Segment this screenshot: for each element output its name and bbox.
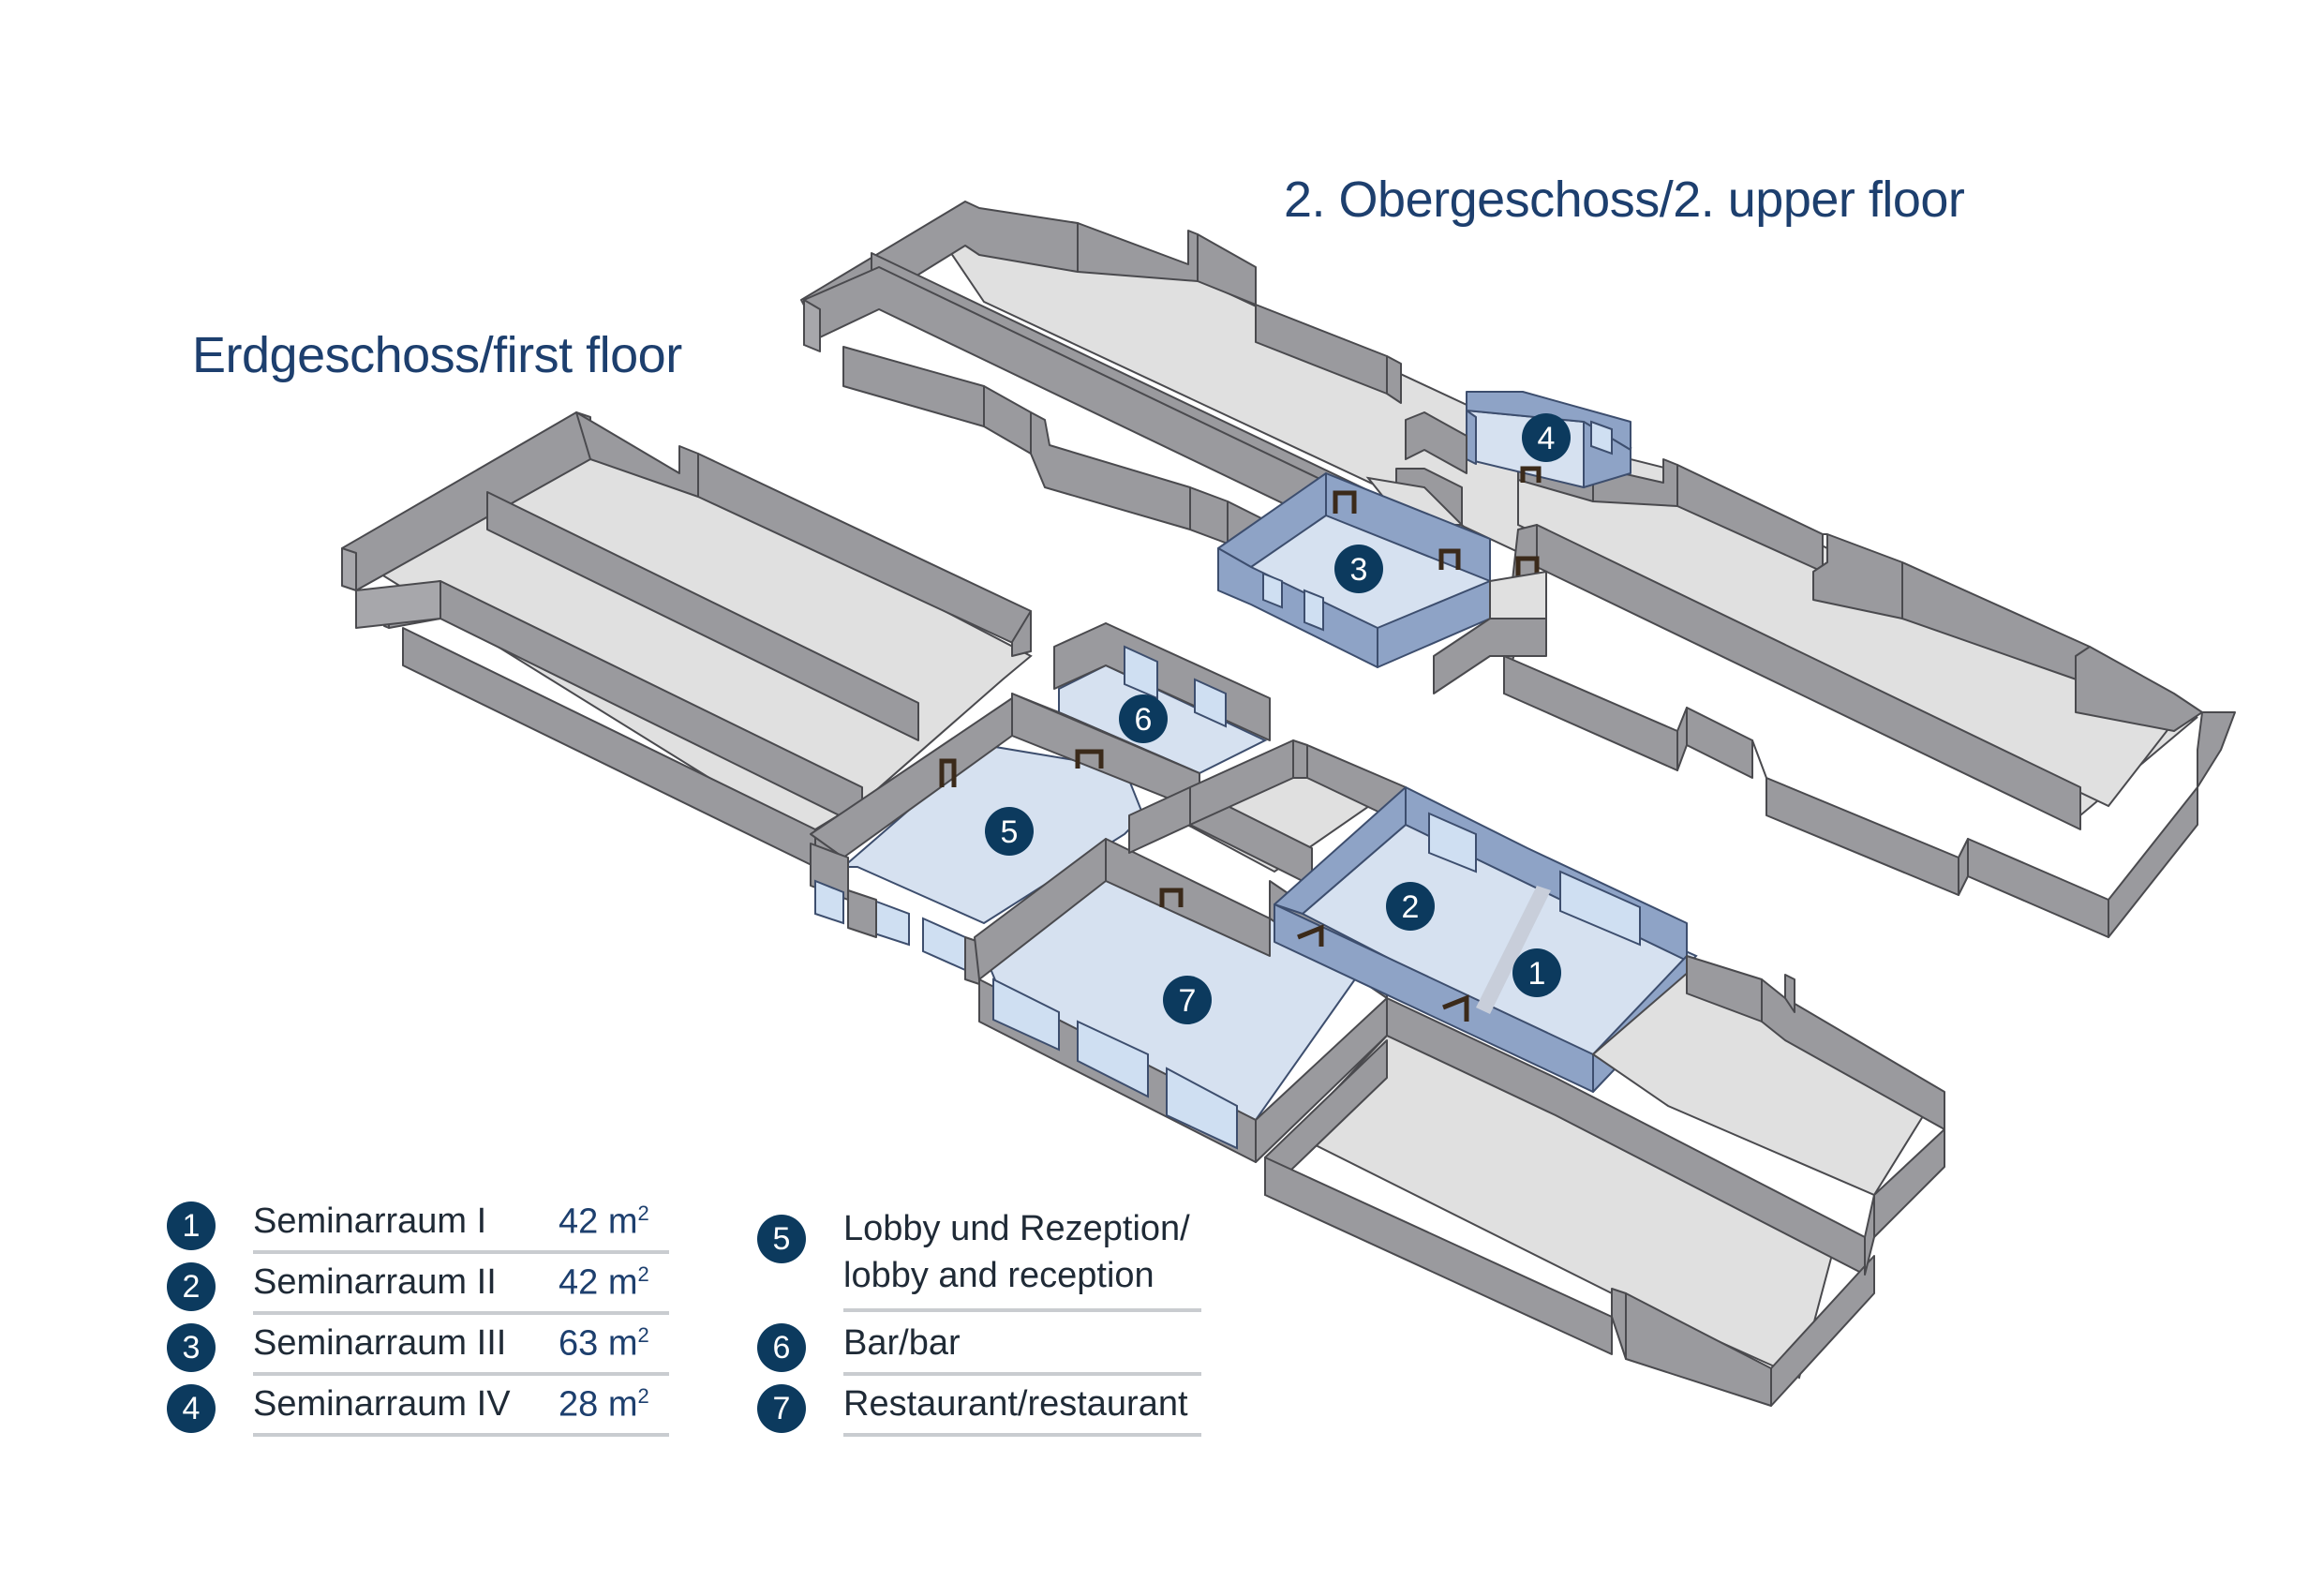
facility-name-line2: lobby and reception	[843, 1256, 1155, 1295]
pin-room-4[interactable]: 4	[1522, 413, 1571, 462]
room-area: 42 m2	[559, 1201, 649, 1242]
legend-row-room-7: 7 Restaurant/restaurant	[757, 1379, 1207, 1439]
pin-room-7[interactable]: 7	[1163, 976, 1212, 1024]
legend-row-room-5: 5 Lobby und Rezeption/ lobby and recepti…	[757, 1209, 1207, 1317]
room-name: Seminarraum III	[253, 1323, 507, 1363]
divider	[253, 1433, 669, 1437]
upper-floor-title: 2. Obergeschoss/2. upper floor	[1284, 172, 1965, 228]
room-pins: 1 2 3 4 5 6 7	[985, 413, 1571, 1024]
room-number-badge: 4	[167, 1384, 216, 1433]
divider	[253, 1250, 669, 1254]
divider	[253, 1372, 669, 1376]
legend-row-room-6: 6 Bar/bar	[757, 1318, 1207, 1378]
room-area: 63 m2	[559, 1323, 649, 1364]
legend-row-room-1: 1 Seminarraum I 42 m2	[167, 1196, 673, 1256]
pin-room-6[interactable]: 6	[1119, 694, 1168, 743]
pin-room-3[interactable]: 3	[1334, 545, 1383, 593]
divider	[843, 1308, 1201, 1312]
room-number-badge: 3	[167, 1323, 216, 1372]
svg-text:4: 4	[1538, 421, 1556, 456]
svg-text:5: 5	[1001, 814, 1019, 850]
legend-row-room-3: 3 Seminarraum III 63 m2	[167, 1318, 673, 1378]
facility-name: Bar/bar	[843, 1323, 961, 1363]
room-number-badge: 2	[167, 1262, 216, 1311]
divider	[843, 1372, 1201, 1376]
room-name: Seminarraum I	[253, 1201, 487, 1241]
room-number-badge: 6	[757, 1323, 806, 1372]
room-area: 28 m2	[559, 1384, 649, 1425]
room-name: Seminarraum II	[253, 1262, 497, 1302]
room-number-badge: 5	[757, 1215, 806, 1263]
divider	[843, 1433, 1201, 1437]
svg-text:6: 6	[1135, 702, 1153, 738]
room-area: 42 m2	[559, 1262, 649, 1303]
svg-text:3: 3	[1350, 552, 1368, 588]
ground-floor-title: Erdgeschoss/first floor	[192, 327, 682, 383]
svg-text:2: 2	[1402, 889, 1420, 925]
pin-room-2[interactable]: 2	[1386, 882, 1435, 931]
facility-name: Restaurant/restaurant	[843, 1384, 1188, 1424]
pin-room-1[interactable]: 1	[1512, 948, 1561, 997]
pin-room-5[interactable]: 5	[985, 807, 1034, 856]
room-number-badge: 7	[757, 1384, 806, 1433]
legend-row-room-4: 4 Seminarraum IV 28 m2	[167, 1379, 673, 1439]
svg-text:1: 1	[1528, 956, 1546, 992]
room-number-badge: 1	[167, 1201, 216, 1250]
legend-row-room-2: 2 Seminarraum II 42 m2	[167, 1257, 673, 1317]
upper-floor-plan	[800, 201, 2236, 938]
divider	[253, 1311, 669, 1315]
svg-text:7: 7	[1179, 983, 1197, 1019]
room-name: Seminarraum IV	[253, 1384, 511, 1424]
facility-name-line1: Lobby und Rezeption/	[843, 1209, 1190, 1248]
ground-floor-plan	[341, 411, 1945, 1407]
